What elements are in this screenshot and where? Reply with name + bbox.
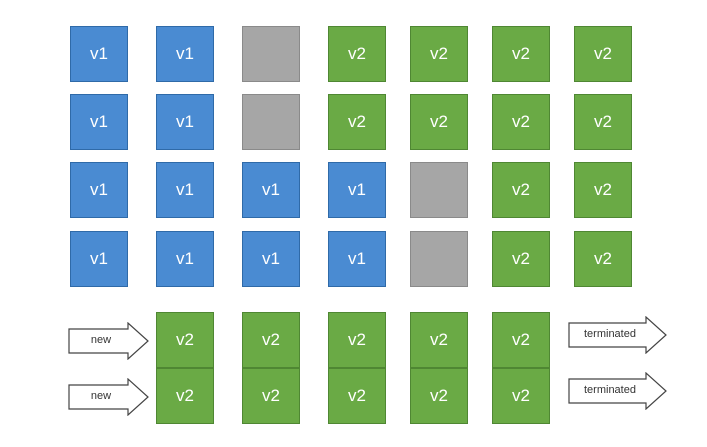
pod-label: v1 bbox=[176, 180, 194, 199]
pod-label: v2 bbox=[348, 44, 366, 63]
pod-label: v1 bbox=[176, 249, 194, 268]
pod-label: v2 bbox=[594, 180, 612, 199]
pod-label: v2 bbox=[594, 249, 612, 268]
pod-v2: v2 bbox=[242, 312, 300, 368]
pod-v2: v2 bbox=[328, 94, 386, 150]
pod-v2: v2 bbox=[242, 368, 300, 424]
pod-label: v2 bbox=[512, 112, 530, 131]
pod-v2: v2 bbox=[410, 94, 468, 150]
pod-v1: v1 bbox=[328, 162, 386, 218]
new-arrow: new bbox=[68, 378, 149, 416]
pod-label: v2 bbox=[512, 386, 530, 405]
pod-empty bbox=[410, 231, 468, 287]
pod-label: v1 bbox=[90, 112, 108, 131]
pod-v2: v2 bbox=[574, 26, 632, 82]
pod-label: v1 bbox=[176, 112, 194, 131]
pod-v1: v1 bbox=[242, 162, 300, 218]
pod-v1: v1 bbox=[156, 162, 214, 218]
pod-v1: v1 bbox=[328, 231, 386, 287]
pod-v2: v2 bbox=[328, 368, 386, 424]
terminated-arrow: terminated bbox=[568, 316, 667, 354]
pod-label: v2 bbox=[594, 112, 612, 131]
pod-v2: v2 bbox=[328, 26, 386, 82]
pod-empty bbox=[242, 26, 300, 82]
pod-label: v1 bbox=[262, 180, 280, 199]
pod-label: v2 bbox=[430, 112, 448, 131]
pod-v2: v2 bbox=[492, 162, 550, 218]
pod-label: v2 bbox=[348, 112, 366, 131]
new-arrow: new bbox=[68, 322, 149, 360]
pod-label: v1 bbox=[262, 249, 280, 268]
arrow-label: new bbox=[90, 334, 112, 346]
arrow-label: new bbox=[90, 390, 112, 402]
pod-v1: v1 bbox=[70, 94, 128, 150]
pod-v2: v2 bbox=[410, 312, 468, 368]
pod-v1: v1 bbox=[156, 94, 214, 150]
pod-v2: v2 bbox=[492, 312, 550, 368]
pod-v1: v1 bbox=[70, 26, 128, 82]
pod-label: v2 bbox=[348, 386, 366, 405]
pod-v1: v1 bbox=[156, 26, 214, 82]
arrow-icon bbox=[68, 378, 149, 416]
pod-label: v2 bbox=[176, 330, 194, 349]
pod-label: v2 bbox=[430, 44, 448, 63]
pod-v2: v2 bbox=[492, 231, 550, 287]
pod-v2: v2 bbox=[492, 368, 550, 424]
pod-label: v2 bbox=[262, 330, 280, 349]
pod-v2: v2 bbox=[328, 312, 386, 368]
arrow-icon bbox=[568, 372, 667, 410]
pod-label: v2 bbox=[176, 386, 194, 405]
arrow-label: terminated bbox=[584, 328, 636, 340]
pod-label: v2 bbox=[430, 330, 448, 349]
pod-label: v2 bbox=[512, 180, 530, 199]
pod-v2: v2 bbox=[410, 26, 468, 82]
pod-label: v2 bbox=[594, 44, 612, 63]
pod-label: v1 bbox=[348, 180, 366, 199]
terminated-arrow: terminated bbox=[568, 372, 667, 410]
pod-label: v1 bbox=[90, 44, 108, 63]
pod-v2: v2 bbox=[574, 94, 632, 150]
pod-empty bbox=[242, 94, 300, 150]
pod-label: v2 bbox=[512, 249, 530, 268]
pod-v1: v1 bbox=[70, 162, 128, 218]
pod-label: v1 bbox=[90, 180, 108, 199]
arrow-icon bbox=[568, 316, 667, 354]
pod-v2: v2 bbox=[156, 312, 214, 368]
arrow-icon bbox=[68, 322, 149, 360]
pod-label: v1 bbox=[348, 249, 366, 268]
pod-v2: v2 bbox=[156, 368, 214, 424]
pod-v2: v2 bbox=[574, 231, 632, 287]
pod-label: v2 bbox=[348, 330, 366, 349]
pod-label: v1 bbox=[90, 249, 108, 268]
pod-label: v2 bbox=[512, 330, 530, 349]
pod-empty bbox=[410, 162, 468, 218]
pod-label: v1 bbox=[176, 44, 194, 63]
pod-label: v2 bbox=[430, 386, 448, 405]
pod-v2: v2 bbox=[574, 162, 632, 218]
pod-v2: v2 bbox=[410, 368, 468, 424]
pod-label: v2 bbox=[512, 44, 530, 63]
pod-v1: v1 bbox=[70, 231, 128, 287]
pod-v1: v1 bbox=[156, 231, 214, 287]
arrow-label: terminated bbox=[584, 384, 636, 396]
pod-label: v2 bbox=[262, 386, 280, 405]
pod-v2: v2 bbox=[492, 94, 550, 150]
pod-v2: v2 bbox=[492, 26, 550, 82]
pod-v1: v1 bbox=[242, 231, 300, 287]
